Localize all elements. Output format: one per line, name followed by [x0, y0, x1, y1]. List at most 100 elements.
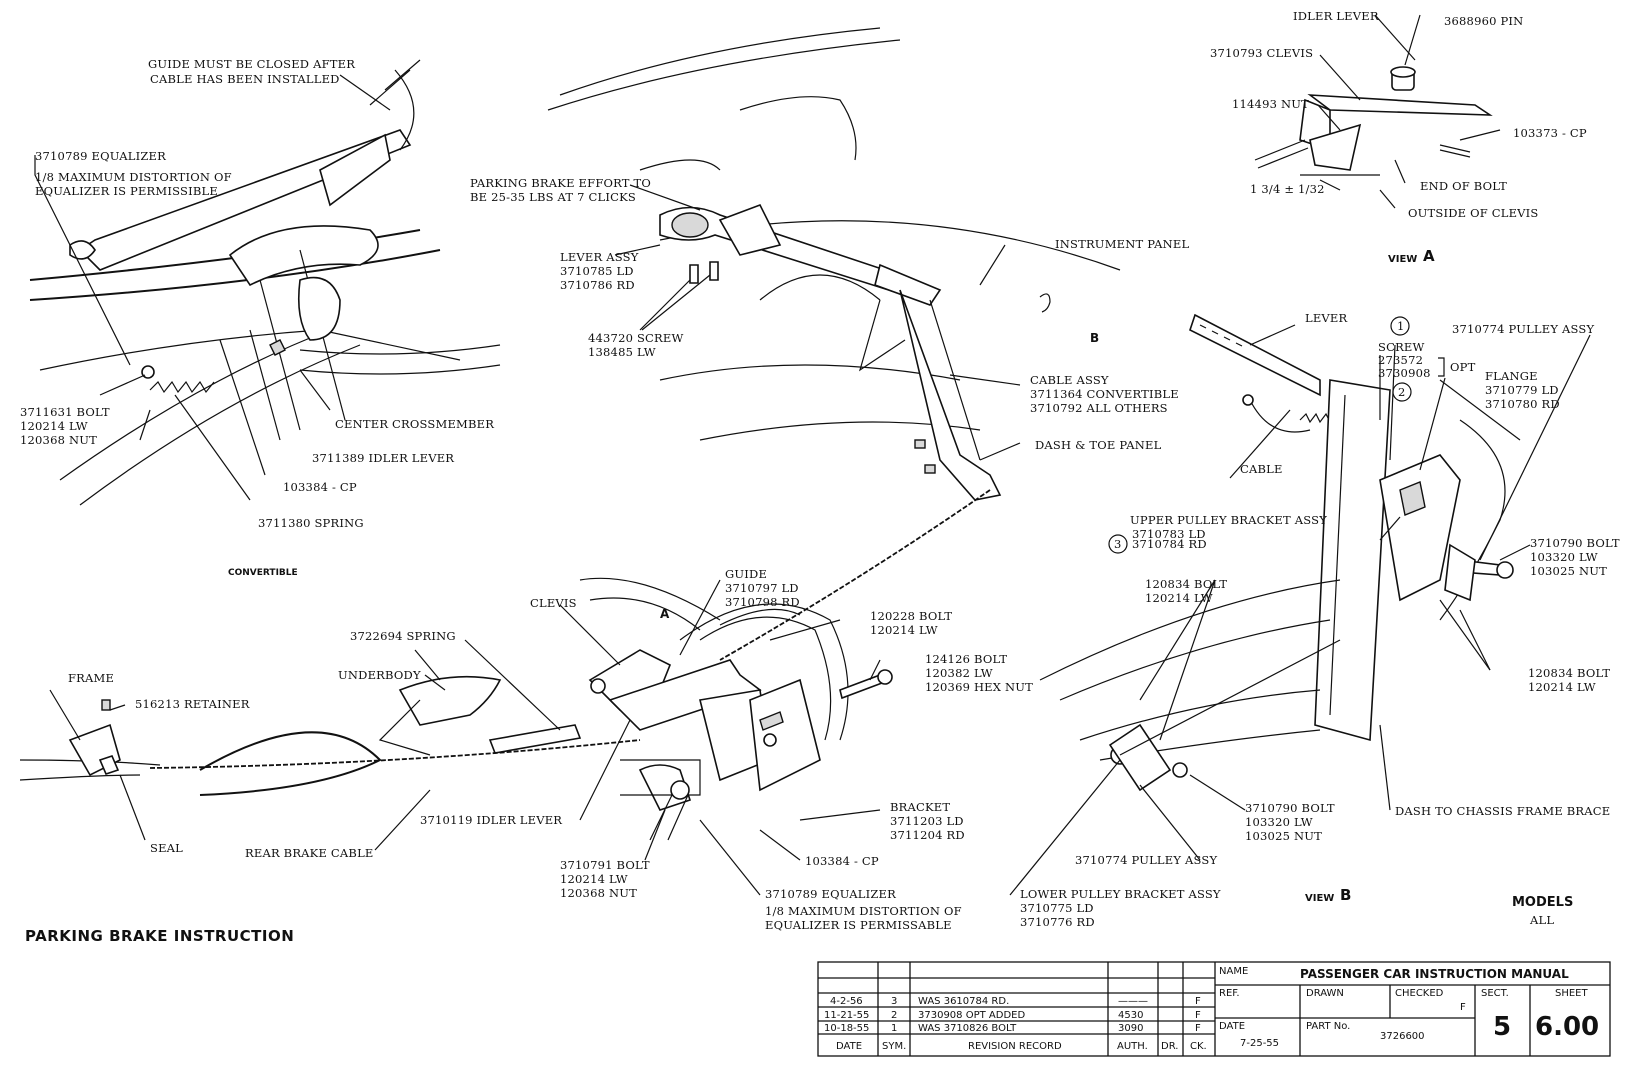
label-vb-upper-bracket: UPPER PULLEY BRACKET ASSY	[1130, 513, 1327, 527]
label-va-clevis: 3710793 CLEVIS	[1210, 46, 1313, 60]
label-lever-assy: LEVER ASSY	[560, 250, 639, 264]
label-view-b-word: VIEW	[1305, 893, 1334, 904]
label-bolt-3710791: 3710791 BOLT	[560, 858, 650, 872]
drawing-title: PARKING BRAKE INSTRUCTION	[25, 927, 294, 945]
label-models: MODELS	[1512, 895, 1573, 910]
rev-3-text: WAS 3710826 BOLT	[918, 1023, 1017, 1034]
label-cp-103384-top: 103384 - CP	[283, 480, 357, 494]
rev-1-text: WAS 3610784 RD.	[918, 996, 1009, 1007]
label-bracket-2: 3711203 LD	[890, 814, 964, 828]
rev-2-date: 11-21-55	[824, 1010, 869, 1021]
sect-value: 5	[1493, 1012, 1511, 1042]
col-date: DATE	[836, 1041, 862, 1052]
label-center-crossmember: CENTER CROSSMEMBER	[335, 417, 494, 431]
vb-opt-bracket	[1438, 357, 1445, 377]
label-vb-dash-brace: DASH TO CHASSIS FRAME BRACE	[1395, 804, 1610, 818]
view-b-illustration	[1039, 313, 1521, 792]
rev-1-ck: F	[1195, 996, 1201, 1007]
label-spring-3722694: 3722694 SPRING	[350, 629, 456, 643]
label-seal: SEAL	[150, 841, 183, 855]
cable-assy-line	[719, 489, 991, 661]
vb-circle-3	[1108, 534, 1128, 554]
rear-cable-tube	[199, 731, 382, 796]
label-va-nut: 114493 NUT	[1232, 97, 1309, 111]
label-dash-toe: DASH & TOE PANEL	[1035, 438, 1162, 452]
rev-2-text: 3730908 OPT ADDED	[918, 1010, 1025, 1021]
label-vb-upper-bracket-2: 3710783 LD	[1132, 527, 1206, 541]
rev-3-sym: 1	[891, 1023, 897, 1034]
label-bolt-120228: 120228 BOLT	[870, 609, 952, 623]
label-vb-flange-2: 3710779 LD	[1485, 383, 1559, 397]
drawn-label: DRAWN	[1306, 988, 1344, 999]
date-label: DATE	[1219, 1021, 1245, 1032]
label-equalizer-bottom-2: 1/8 MAXIMUM DISTORTION OF	[765, 904, 962, 918]
center-lever-illustration	[547, 27, 1121, 501]
rev-2-ck: F	[1195, 1010, 1201, 1021]
label-equalizer-top: 3710789 EQUALIZER	[35, 149, 166, 163]
label-bolt-124126-3: 120369 HEX NUT	[925, 680, 1033, 694]
date-value: 7-25-55	[1240, 1038, 1279, 1049]
label-screw-443720: 443720 SCREW	[588, 331, 684, 345]
label-vb-flange-3: 3710780 RD	[1485, 397, 1560, 411]
label-vb-screw-2: 273572	[1378, 353, 1423, 367]
label-guide: GUIDE	[725, 567, 767, 581]
label-vb-opt: OPT	[1450, 360, 1476, 374]
label-bolt-3711631-2: 120214 LW	[20, 419, 88, 433]
label-view-a-letter: A	[1423, 247, 1435, 265]
label-bolt-3710791-2: 120214 LW	[560, 872, 628, 886]
label-cable-assy: CABLE ASSY	[1030, 373, 1109, 387]
col-sym: SYM.	[882, 1041, 906, 1052]
label-va-cp: 103373 - CP	[1513, 126, 1587, 140]
label-bracket-3: 3711204 RD	[890, 828, 965, 842]
label-guide-closed: GUIDE MUST BE CLOSED AFTER	[148, 57, 355, 71]
col-ck: CK.	[1190, 1041, 1207, 1052]
name-value: PASSENGER CAR INSTRUCTION MANUAL	[1300, 967, 1569, 981]
rev-2-auth: 4530	[1118, 1010, 1143, 1021]
label-vb-circle-2: 2	[1398, 385, 1406, 399]
label-va-end-bolt: END OF BOLT	[1420, 179, 1507, 193]
label-b-marker: B	[1090, 331, 1099, 345]
label-vb-screw-3: 3730908	[1378, 366, 1431, 380]
col-auth: AUTH.	[1117, 1041, 1148, 1052]
label-bolt-3711631: 3711631 BOLT	[20, 405, 110, 419]
rear-brake-cable-line	[149, 739, 641, 769]
col-dr: DR.	[1161, 1041, 1178, 1052]
label-vb-bolt-120834-left: 120834 BOLT	[1145, 577, 1227, 591]
label-vb-bolt-120834-right-2: 120214 LW	[1528, 680, 1596, 694]
label-lever-assy-3: 3710786 RD	[560, 278, 635, 292]
label-vb-bolt-120834-left-2: 120214 LW	[1145, 591, 1213, 605]
label-guide-2: 3710797 LD	[725, 581, 799, 595]
label-vb-lever: LEVER	[1305, 311, 1348, 325]
col-record: REVISION RECORD	[968, 1041, 1062, 1052]
label-vb-bolt-120834-right: 120834 BOLT	[1528, 666, 1610, 680]
label-vb-flange: FLANGE	[1485, 369, 1538, 383]
label-vb-lower-bracket-3: 3710776 RD	[1020, 915, 1095, 929]
vb-circle-2	[1392, 382, 1412, 402]
rev-3-ck: F	[1195, 1023, 1201, 1034]
label-vb-cable: CABLE	[1240, 462, 1283, 476]
label-vb-circle-3: 3	[1114, 537, 1122, 551]
rev-1-auth: ———	[1118, 996, 1148, 1007]
label-view-a-word: VIEW	[1388, 254, 1417, 265]
label-retainer: 516213 RETAINER	[135, 697, 250, 711]
name-label: NAME	[1219, 966, 1248, 977]
label-instrument-panel: INSTRUMENT PANEL	[1055, 237, 1190, 251]
checked-mark: F	[1460, 1002, 1466, 1013]
label-convertible: CONVERTIBLE	[228, 568, 298, 578]
label-guide-3: 3710798 RD	[725, 595, 800, 609]
label-vb-bolt-3710790-bottom-2: 103320 LW	[1245, 815, 1313, 829]
label-bolt-120228-2: 120214 LW	[870, 623, 938, 637]
callout-labels: GUIDE MUST BE CLOSED AFTER CABLE HAS BEE…	[20, 9, 1620, 945]
sheet-label: SHEET	[1555, 988, 1589, 999]
label-view-b-letter: B	[1340, 886, 1351, 904]
label-bolt-124126-2: 120382 LW	[925, 666, 993, 680]
label-spring-3711380: 3711380 SPRING	[258, 516, 364, 530]
ref-label: REF.	[1219, 988, 1240, 999]
label-rear-cable: REAR BRAKE CABLE	[245, 846, 374, 860]
label-underbody: UNDERBODY	[338, 668, 421, 682]
label-vb-bolt-3710790-bottom-3: 103025 NUT	[1245, 829, 1322, 843]
label-frame: FRAME	[68, 671, 114, 685]
label-idler-3710119: 3710119 IDLER LEVER	[420, 813, 562, 827]
label-idler-3711389: 3711389 IDLER LEVER	[312, 451, 454, 465]
label-screw-443720-2: 138485 LW	[588, 345, 656, 359]
